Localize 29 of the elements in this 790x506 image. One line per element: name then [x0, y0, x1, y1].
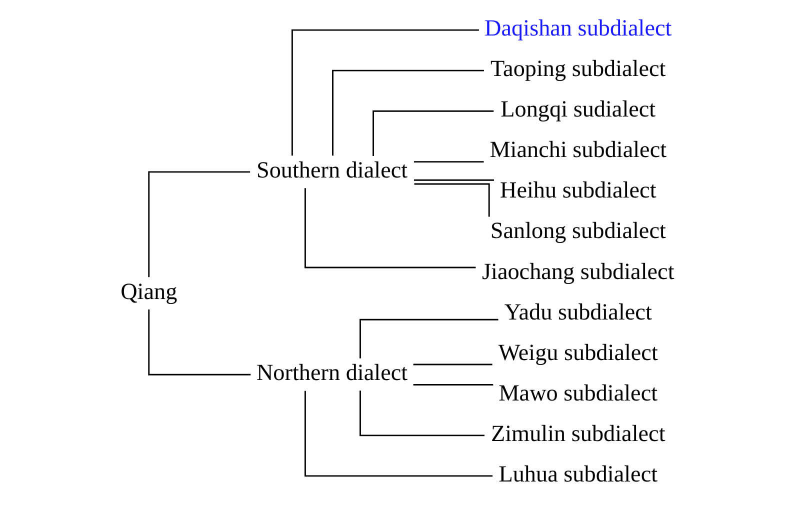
node-text: Weigu subdialect [498, 340, 658, 366]
connector [304, 188, 476, 268]
connector [413, 384, 494, 386]
connector [413, 364, 492, 366]
node-text: Mianchi subdialect [490, 137, 667, 164]
connector [360, 390, 484, 436]
node-text: Jiaochang subdialect [482, 258, 674, 285]
node-text: Longqi sudialect [500, 96, 656, 123]
connector [414, 183, 490, 217]
node-text: Mawo subdialect [498, 380, 658, 406]
node-text: Yadu subdialect [504, 299, 652, 326]
node-text: Zimulin subdialect [490, 420, 666, 447]
connector [291, 29, 479, 156]
node-text: Taoping subdialect [490, 56, 666, 82]
connector [304, 390, 493, 477]
node-text: Daqishan subdialect [484, 16, 672, 42]
connector [414, 179, 494, 181]
connector [332, 70, 484, 156]
node-text: Southern dialect [256, 157, 408, 184]
node-text: Luhua subdialect [498, 461, 658, 488]
node-text: Qiang [120, 279, 178, 306]
connector [360, 318, 498, 358]
node-text: Northern dialect [256, 360, 408, 386]
connector [372, 110, 494, 156]
node-text: Heihu subdialect [500, 178, 656, 204]
connector [148, 171, 250, 278]
node-text: Sanlong subdialect [490, 218, 666, 244]
connector [414, 161, 484, 163]
connector [148, 310, 251, 376]
